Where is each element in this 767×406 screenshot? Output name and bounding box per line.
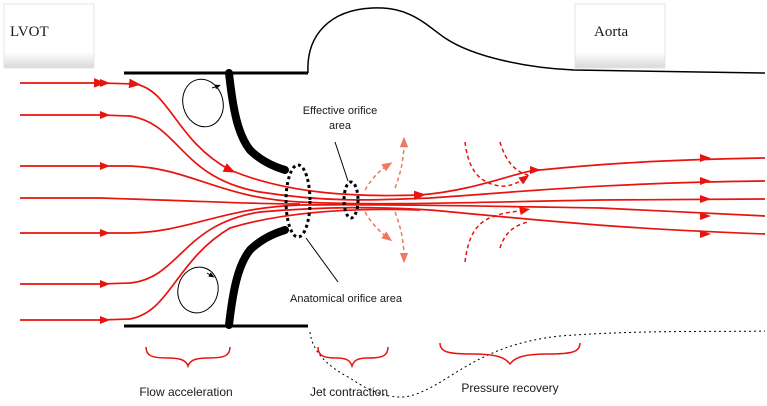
aorta-label: Aorta (594, 24, 628, 40)
vortex-bottom (177, 266, 219, 314)
pressure-recovery-label: Pressure recovery (461, 381, 558, 395)
streamline (20, 165, 766, 205)
streamlines (20, 78, 766, 321)
valve-leaflet-bottom (225, 226, 289, 329)
effective-orifice-leader (334, 141, 349, 182)
aortic-sinus-bulge (307, 7, 766, 74)
brace-flow-acceleration (145, 346, 231, 369)
flow-acceleration-label: Flow acceleration (139, 385, 232, 399)
anatomical-orifice-leader (305, 237, 339, 283)
effective-orifice-outline (342, 180, 360, 220)
aorta-tag: Aorta (574, 3, 666, 69)
lvot-label: LVOT (10, 24, 49, 40)
recovery-eddies (464, 141, 531, 263)
streamline (20, 203, 766, 234)
jet-eddies (364, 136, 409, 264)
lvot-tag: LVOT (3, 3, 95, 69)
valve-leaflet-top (225, 69, 289, 174)
brace-pressure-recovery (439, 342, 581, 366)
streamline (539, 157, 766, 171)
vessel-walls (124, 7, 766, 329)
streamline-arrows (100, 79, 711, 324)
streamline (20, 208, 421, 321)
streamline (20, 114, 766, 201)
effective-orifice-label-line1: Effective orifice (303, 105, 377, 117)
vortex-top (182, 78, 224, 128)
anatomical-orifice-outline (284, 163, 312, 239)
phase-braces (145, 342, 581, 369)
anatomical-orifice-label: Anatomical orifice area (290, 293, 403, 305)
streamline (20, 197, 301, 205)
streamline (20, 78, 541, 201)
effective-orifice-label-line2: area (329, 120, 352, 132)
brace-jet-contraction (317, 346, 389, 369)
pressure-curve (309, 330, 766, 398)
jet-contraction-label: Jet contraction (310, 385, 388, 399)
streamline (20, 206, 766, 285)
